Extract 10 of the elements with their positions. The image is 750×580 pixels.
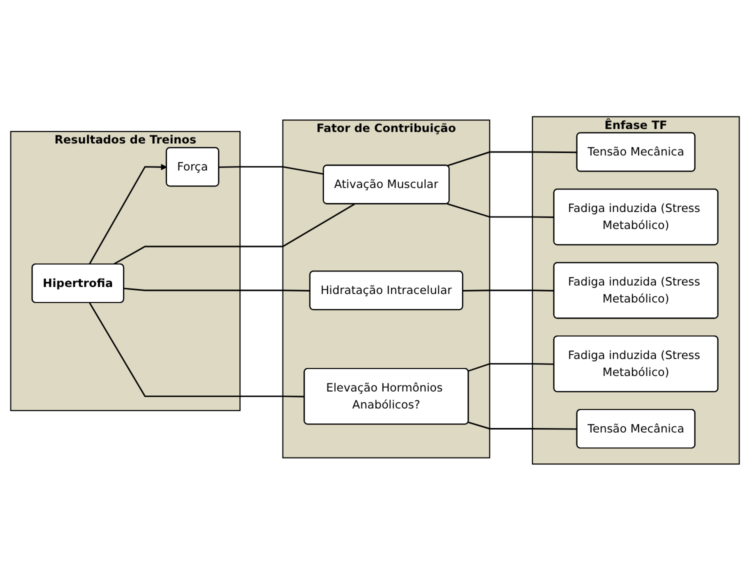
connector — [446, 202, 554, 218]
connector — [113, 203, 355, 265]
connector — [218, 166, 324, 174]
connector — [462, 289, 554, 292]
connector — [124, 287, 310, 292]
arrow — [88, 164, 168, 264]
connector — [468, 362, 554, 372]
connector — [446, 150, 578, 166]
connector — [89, 302, 305, 397]
connector — [468, 421, 578, 430]
